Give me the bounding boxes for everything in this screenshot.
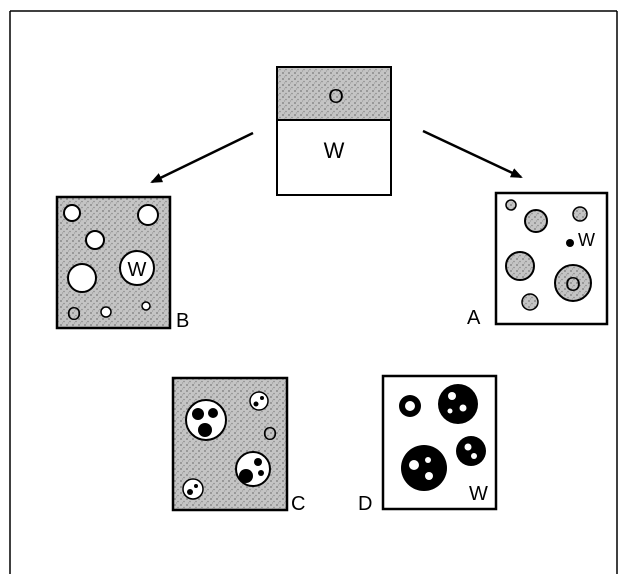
panel-a-label: A	[467, 307, 481, 329]
panel-a-oil-label: O	[565, 274, 581, 296]
water-dot	[566, 239, 574, 247]
oil-droplet	[524, 209, 548, 233]
panel-d: W D	[358, 374, 498, 515]
figure-frame	[9, 10, 618, 574]
panel-a-water-label: W	[578, 230, 595, 250]
multiple-droplet	[438, 384, 478, 424]
water-phase-label: W	[324, 138, 345, 163]
oil-phase-label: O	[328, 86, 344, 108]
multiple-droplet	[235, 451, 271, 487]
panel-a: W O A	[467, 191, 609, 329]
oil-droplet	[521, 293, 539, 311]
multiple-droplet	[399, 395, 421, 417]
panel-c-oil-label: O	[263, 424, 277, 444]
oil-droplet	[505, 199, 517, 211]
water-droplet	[63, 204, 81, 222]
water-layer	[277, 120, 391, 195]
water-droplet	[141, 301, 151, 311]
panel-c: O C	[171, 376, 305, 515]
panel-b-water-label: W	[128, 259, 147, 281]
top-phases-box: O W	[276, 66, 392, 196]
oil-layer	[277, 67, 391, 120]
water-droplet	[137, 204, 159, 226]
arrow-to-b	[150, 131, 254, 184]
water-droplet	[67, 263, 97, 293]
panel-b: W O B	[55, 195, 189, 332]
water-droplet-large	[119, 250, 155, 286]
panel-b-oil-label: O	[67, 304, 81, 324]
panel-b-label: B	[176, 310, 189, 332]
panel-d-water-label: W	[469, 483, 488, 505]
panel-c-label: C	[291, 493, 305, 515]
oil-droplet-large	[554, 264, 592, 302]
water-droplet	[85, 230, 105, 250]
oil-droplet	[505, 251, 535, 281]
arrow-to-a	[422, 129, 523, 179]
water-droplet	[100, 306, 112, 318]
panel-d-label: D	[358, 493, 372, 515]
multiple-droplet	[182, 478, 204, 500]
multiple-droplet	[249, 391, 269, 411]
multiple-droplet	[456, 436, 486, 466]
oil-droplet	[572, 206, 588, 222]
multiple-droplet	[401, 445, 447, 491]
multiple-droplet	[185, 399, 227, 441]
